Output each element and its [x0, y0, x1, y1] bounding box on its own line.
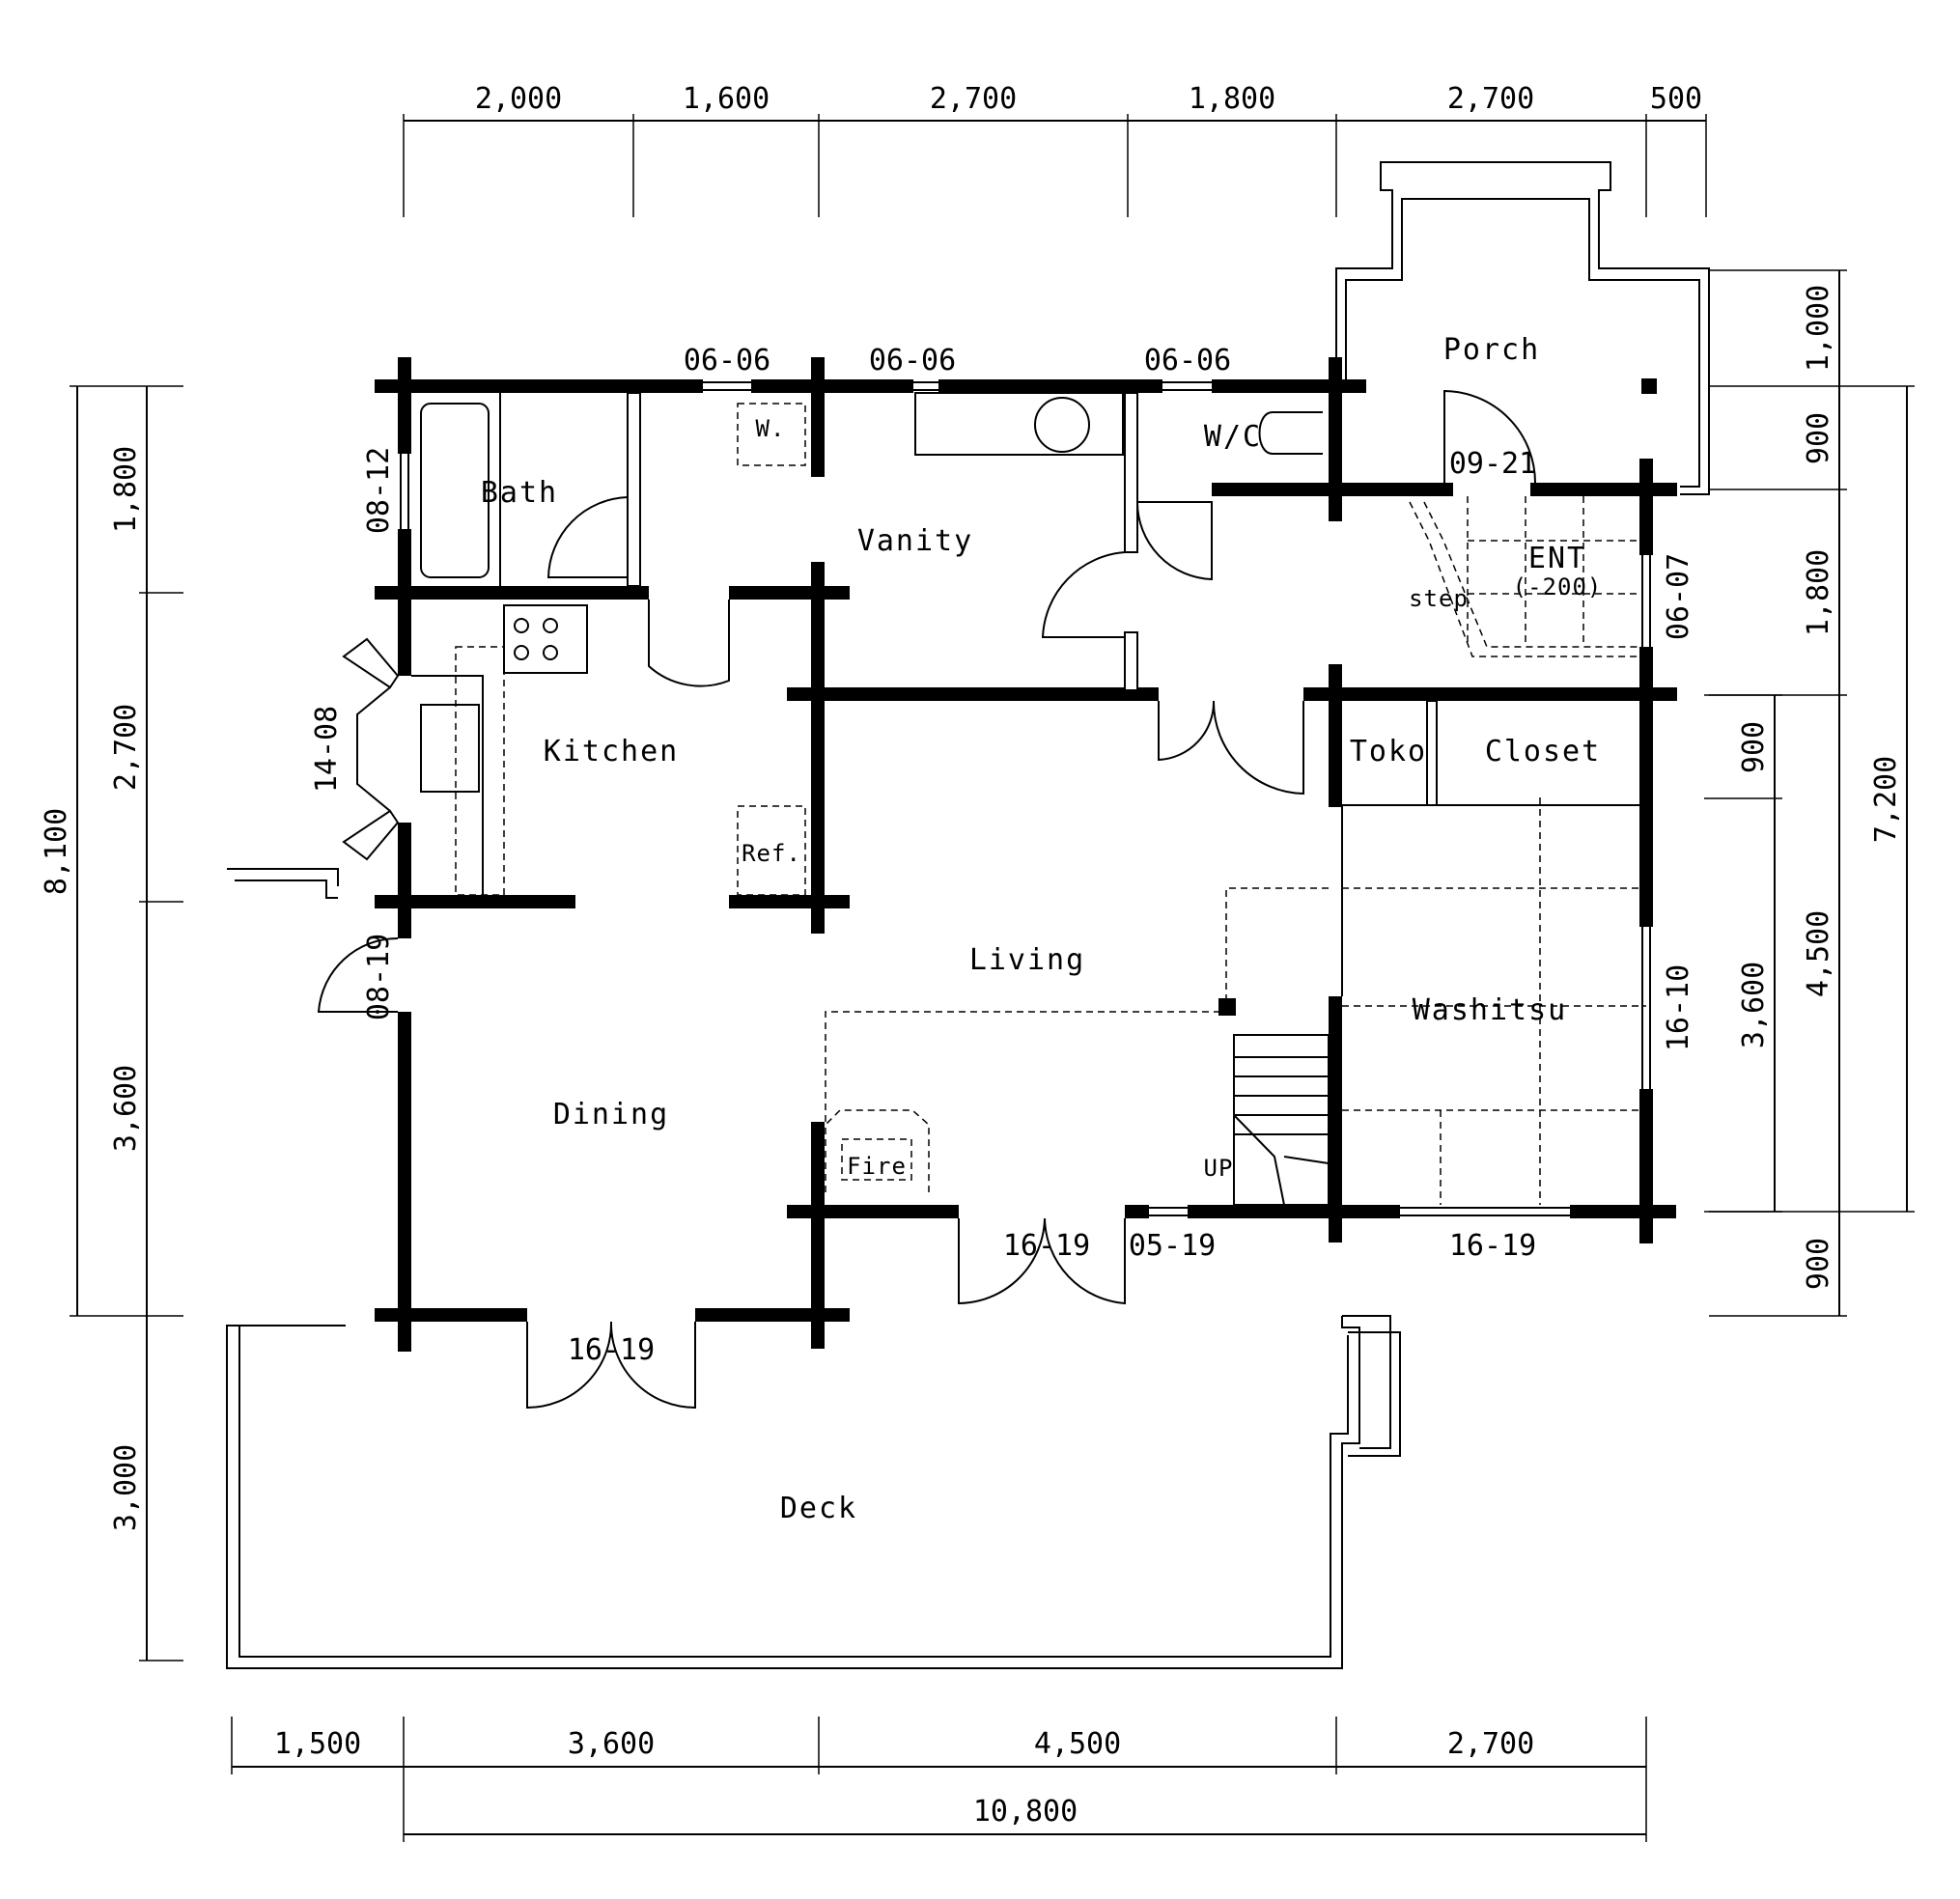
dim-right-inner-1: 900 [1737, 721, 1771, 773]
fixtures [411, 392, 1323, 1192]
room-toko: Toko [1350, 735, 1427, 768]
opening-kitchen-window: 14-08 [310, 706, 344, 793]
dim-bottom-3: 4,500 [1034, 1727, 1121, 1761]
dim-right-mid-5: 900 [1802, 1238, 1835, 1290]
vanity-sink [1034, 397, 1090, 453]
opening-w-top-1: 06-06 [684, 344, 770, 377]
entrance-level: (-200) [1513, 573, 1603, 600]
dim-left-4: 3,000 [109, 1444, 143, 1531]
dim-right-mid-3: 1,800 [1802, 549, 1835, 636]
dim-top-2: 1,600 [683, 82, 770, 116]
vanity-door [1041, 551, 1126, 638]
dim-right-total: 7,200 [1869, 756, 1903, 843]
room-dining: Dining [553, 1098, 669, 1131]
room-closet: Closet [1485, 735, 1601, 768]
porch-post [1641, 378, 1657, 394]
staircase [1233, 1034, 1330, 1206]
dim-bottom-4: 2,700 [1447, 1727, 1534, 1761]
stove [503, 604, 588, 674]
room-washitsu: Washitsu [1413, 993, 1568, 1027]
dim-left-2: 2,700 [109, 704, 143, 791]
opening-entrance-window: 06-07 [1662, 553, 1695, 640]
dim-bottom-total: 10,800 [973, 1795, 1078, 1829]
opening-entrance-door: 09-21 [1449, 447, 1536, 481]
label-stairs-up: UP [1204, 1155, 1234, 1182]
dimension-labels: 2,000 1,600 2,700 1,800 2,700 500 1,500 … [40, 82, 1903, 1829]
ceiling-lines [825, 496, 1646, 1205]
entrance-door [1443, 389, 1536, 484]
dim-bottom-1: 1,500 [274, 1727, 361, 1761]
deck-outline [226, 868, 1401, 1669]
opening-washitsu-door: 16-19 [1449, 1229, 1536, 1263]
opening-washitsu-window: 16-10 [1662, 964, 1695, 1051]
living-door-right [1212, 700, 1304, 796]
living-deck-door-right [1044, 1217, 1126, 1305]
dim-left-3: 3,600 [109, 1065, 143, 1152]
opening-dining-side-door: 08-19 [362, 934, 396, 1020]
wc-door [1136, 501, 1213, 581]
room-bath: Bath [481, 476, 558, 510]
dim-left-1: 1,800 [109, 446, 143, 533]
room-entrance: ENT [1528, 542, 1586, 575]
washer [737, 403, 806, 466]
label-step: step [1409, 585, 1469, 612]
dim-right-mid-1: 1,000 [1802, 285, 1835, 372]
label-fireplace: Fire [847, 1153, 907, 1180]
dining-deck-door-right [609, 1321, 696, 1410]
opening-w-top-2: 06-06 [869, 344, 956, 377]
opening-dining-deck-door: 16-19 [568, 1333, 655, 1367]
dining-side-door [317, 936, 399, 1013]
opening-living-deck-door: 16-19 [1003, 1229, 1090, 1263]
kitchen-door [648, 600, 730, 687]
living-door-left [1158, 700, 1216, 762]
dim-right-mid-2: 900 [1802, 412, 1835, 464]
opening-w-top-3: 06-06 [1144, 344, 1231, 377]
room-labels: Porch Bath W. Vanity W/C ENT (-200) step… [481, 333, 1603, 1525]
dining-deck-door-left [526, 1321, 613, 1410]
label-refrigerator: Ref. [742, 840, 801, 867]
kitchen-casement-bottom [342, 809, 400, 861]
dim-right-mid-4: 4,500 [1802, 910, 1835, 997]
bath-door [546, 496, 629, 578]
dim-left-total: 8,100 [40, 808, 73, 895]
room-wc: W/C [1204, 420, 1262, 454]
room-porch: Porch [1443, 333, 1540, 367]
refrigerator [737, 805, 806, 896]
dimension-lines [70, 114, 1915, 1842]
opening-living-window: 05-19 [1129, 1229, 1216, 1263]
windows [400, 381, 1651, 1216]
room-deck: Deck [780, 1492, 857, 1525]
dim-top-4: 1,800 [1189, 82, 1275, 116]
dim-top-6: 500 [1650, 82, 1702, 116]
doors [317, 389, 1536, 1410]
label-washer: W. [756, 415, 786, 442]
bathtub [420, 403, 490, 578]
kitchen-sink [420, 704, 480, 793]
kitchen-casement-top [342, 637, 400, 689]
dim-right-inner-2: 3,600 [1737, 962, 1771, 1048]
living-deck-door-left [958, 1217, 1046, 1305]
opening-bath-window: 08-12 [362, 447, 396, 534]
porch-outline [1335, 161, 1710, 495]
dim-top-3: 2,700 [930, 82, 1017, 116]
toilet [1258, 411, 1323, 455]
room-kitchen: Kitchen [544, 735, 679, 768]
dim-bottom-2: 3,600 [568, 1727, 655, 1761]
room-living: Living [969, 943, 1085, 977]
vanity-counter [914, 392, 1124, 456]
dim-top-1: 2,000 [475, 82, 562, 116]
room-vanity: Vanity [857, 524, 973, 558]
opening-labels: 06-06 06-06 06-06 08-12 14-08 08-19 09-2… [310, 344, 1695, 1367]
walls [375, 357, 1677, 1352]
dim-top-5: 2,700 [1447, 82, 1534, 116]
